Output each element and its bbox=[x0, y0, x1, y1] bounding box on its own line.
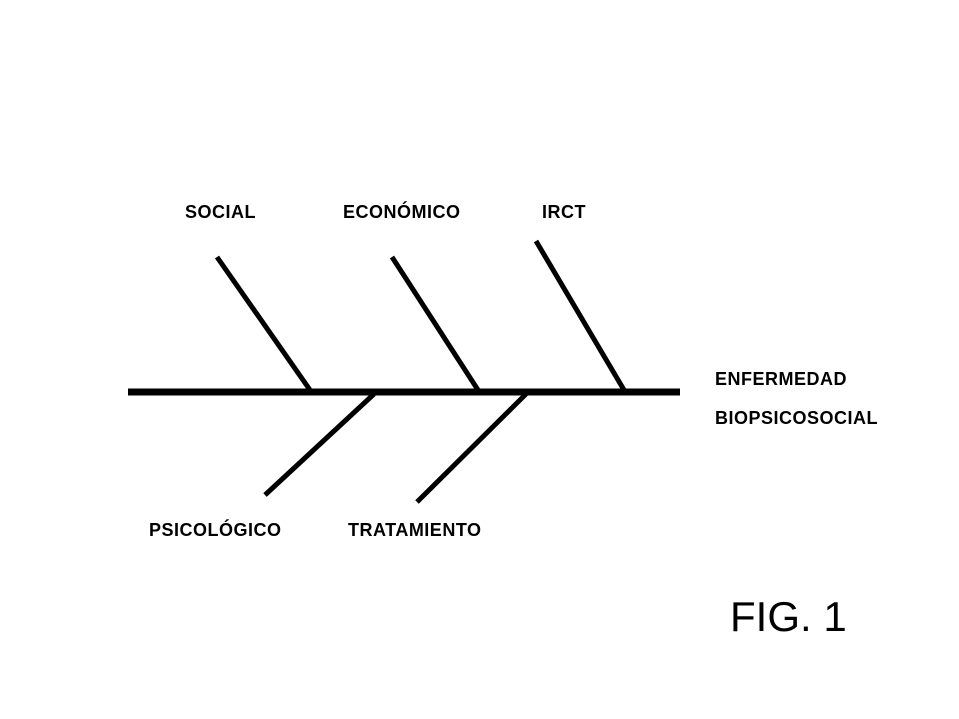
cause-label-psicologico: PSICOLÓGICO bbox=[149, 520, 282, 540]
figure-label: FIG. 1 bbox=[730, 593, 847, 640]
cause-label-irct: IRCT bbox=[542, 202, 586, 222]
effect-label-line1: ENFERMEDAD bbox=[715, 369, 848, 389]
bone-irct bbox=[533, 239, 627, 392]
bone-tratamiento bbox=[415, 392, 528, 504]
bone-social bbox=[214, 255, 313, 392]
bone-economico bbox=[389, 255, 481, 392]
bone-psicologico bbox=[263, 392, 376, 497]
cause-label-tratamiento: TRATAMIENTO bbox=[348, 520, 482, 540]
cause-label-economico: ECONÓMICO bbox=[343, 202, 461, 222]
effect-label-line2: BIOPSICOSOCIAL bbox=[715, 408, 879, 428]
cause-label-social: SOCIAL bbox=[185, 202, 257, 222]
